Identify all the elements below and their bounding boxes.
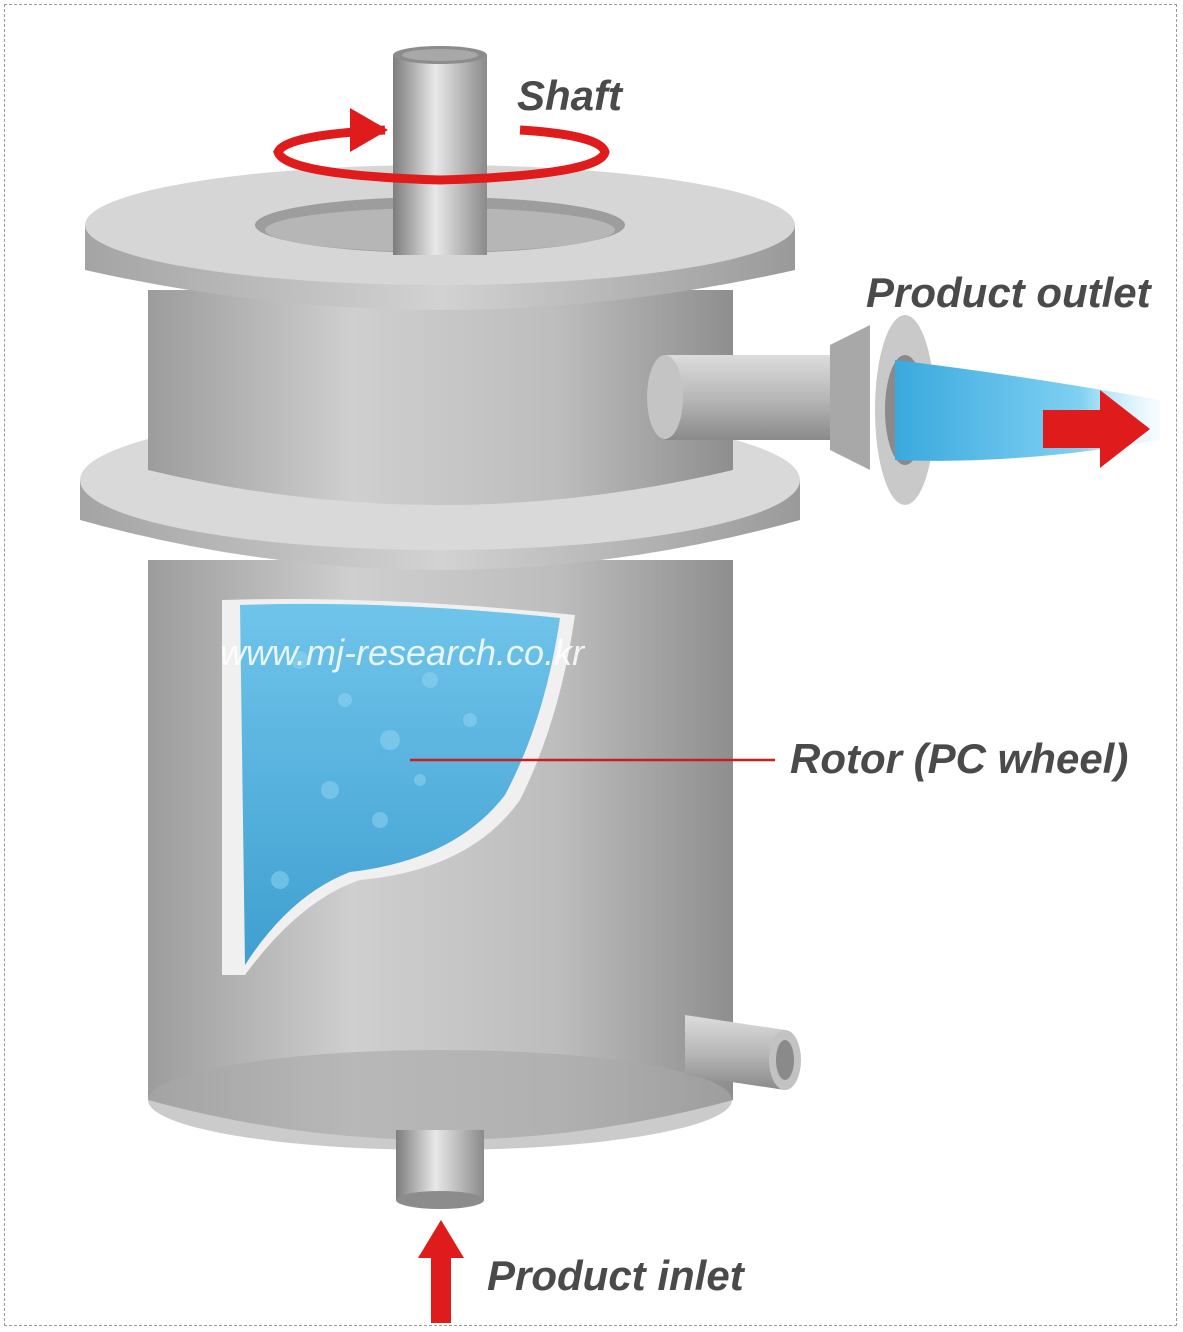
watermark-text: www.mj-research.co.kr — [220, 632, 586, 673]
label-rotor: Rotor (PC wheel) — [790, 735, 1128, 782]
rotor-cutaway — [222, 599, 575, 975]
upper-cylinder — [148, 290, 733, 505]
label-shaft: Shaft — [517, 72, 624, 119]
inlet-pipe — [396, 1130, 484, 1209]
label-product-inlet: Product inlet — [487, 1252, 746, 1299]
rotation-arrow-icon — [273, 108, 610, 185]
outlet-arrow-icon — [1043, 390, 1150, 468]
shaft — [393, 46, 487, 255]
label-product-outlet: Product outlet — [866, 269, 1153, 316]
rotor-pc-wheel — [240, 603, 560, 965]
side-pipe — [685, 1015, 801, 1090]
diagram-frame — [4, 4, 1177, 1326]
inlet-arrow-icon — [418, 1220, 464, 1323]
